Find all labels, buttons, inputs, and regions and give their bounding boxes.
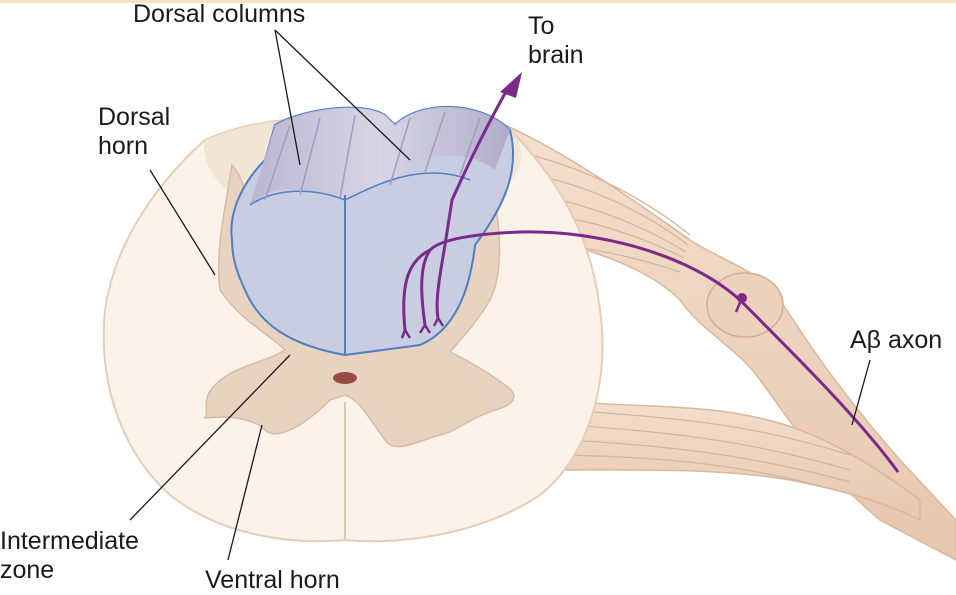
ventral-root: [559, 399, 921, 522]
label-ventral-horn: Ventral horn: [205, 566, 340, 594]
leader-dorsal-columns-right: [274, 29, 411, 161]
label-dorsal-columns: Dorsal columns: [133, 0, 306, 28]
top-border: [0, 0, 956, 3]
ab-axon-pathway: [402, 87, 900, 473]
label-to-brain: To brain: [528, 12, 584, 69]
to-brain-arrowhead: [500, 72, 522, 98]
central-canal: [333, 372, 357, 384]
ganglion-cell-body: [737, 293, 747, 303]
leader-dorsal-columns-left: [274, 29, 301, 166]
label-dorsal-horn: Dorsal horn: [98, 103, 171, 160]
leader-intermediate-zone: [129, 354, 291, 521]
dorsal-columns: [230, 105, 514, 357]
label-intermediate-zone: Intermediate zone: [0, 527, 139, 584]
leader-dorsal-horn: [149, 169, 216, 276]
leader-lines: [129, 29, 871, 561]
label-ab-axon: Aβ axon: [850, 326, 943, 354]
axon-terminals: [400, 317, 445, 339]
leader-ab-axon: [851, 359, 871, 426]
leader-ventral-horn: [227, 424, 263, 561]
ventral-rootlets: [569, 409, 851, 495]
